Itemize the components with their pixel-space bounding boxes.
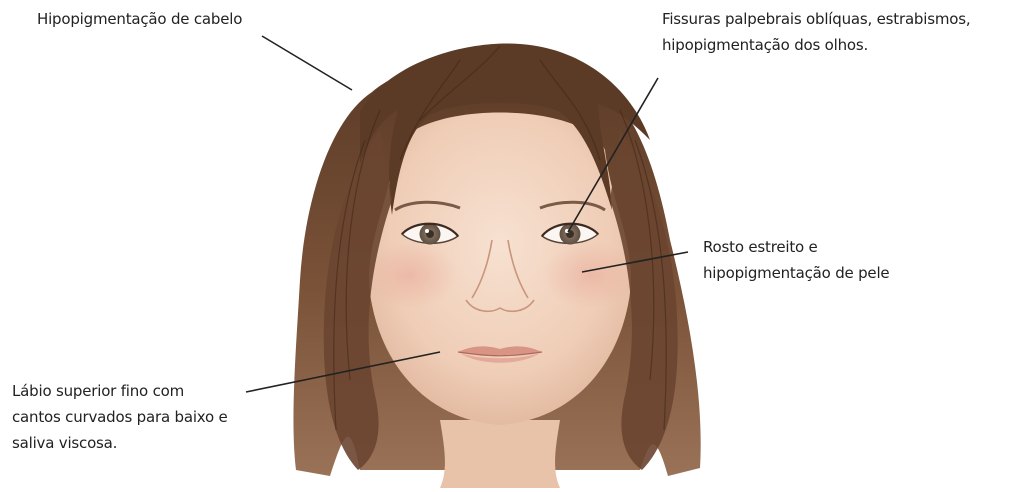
leader-line-hair [262,36,352,90]
annotation-lip: Lábio superior fino com cantos curvados … [12,378,228,456]
annotation-hair: Hipopigmentação de cabelo [37,6,242,32]
neck [440,420,560,488]
annotation-lip-line: Lábio superior fino com [12,378,228,404]
annotation-lip-line: saliva viscosa. [12,430,228,456]
annotation-eyes: Fissuras palpebrais oblíquas, estrabismo… [662,6,970,58]
annotation-face-line: Rosto estreito e [703,234,889,260]
annotation-eyes-line: hipopigmentação dos olhos. [662,32,970,58]
annotation-face: Rosto estreito e hipopigmentação de pele [703,234,889,286]
annotation-eyes-line: Fissuras palpebrais oblíquas, estrabismo… [662,6,970,32]
right-cheek [542,241,638,309]
annotation-lip-line: cantos curvados para baixo e [12,404,228,430]
annotation-face-line: hipopigmentação de pele [703,260,889,286]
annotation-hair-line: Hipopigmentação de cabelo [37,6,242,32]
